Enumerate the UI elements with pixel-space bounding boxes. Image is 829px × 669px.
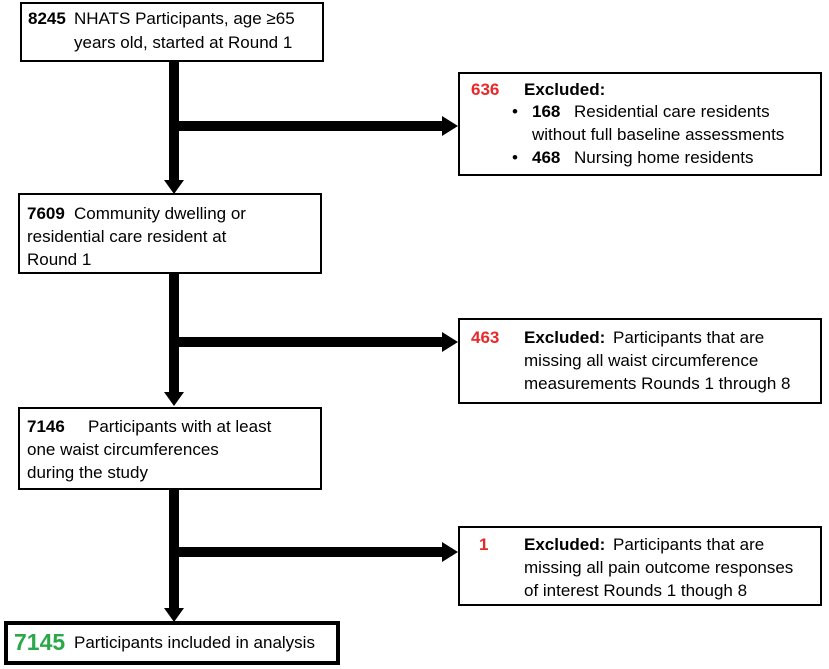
box-excluded-1 [458, 72, 822, 176]
box2-line1: Community dwelling or [74, 204, 246, 223]
box-waist-participants [18, 407, 322, 490]
excl3-number: 1 [479, 535, 489, 554]
excl3-label: Excluded: [524, 535, 606, 554]
excl3-line3: of interest Rounds 1 though 8 [524, 581, 748, 600]
excl1-number: 636 [471, 80, 500, 99]
excl2-line1: Participants that are [613, 328, 765, 347]
excl3-line2: missing all pain outcome responses [524, 558, 794, 577]
excl2-number: 463 [471, 328, 500, 347]
box-final-analysis [4, 621, 340, 665]
box3-line2: one waist circumferences [27, 440, 219, 459]
box-excluded-3 [458, 526, 822, 606]
box3-line1: Participants with at least [88, 417, 272, 436]
excl1-item1-line2: without full baseline assessments [532, 125, 785, 144]
down-arrow-1 [164, 180, 184, 194]
box-community-dwelling [18, 193, 322, 274]
down-arrow-2 [164, 392, 184, 406]
excl1-item1-line1: Residential care residents [574, 102, 770, 121]
excl1-label: Excluded: [524, 80, 606, 99]
excl1-bullet-2: • [512, 148, 518, 167]
box1-line1: NHATS Participants, age ≥65 [74, 9, 295, 28]
box1-line2: years old, started at Round 1 [74, 33, 293, 52]
right-arrow-1 [442, 116, 458, 136]
box-nhats-participants [20, 2, 324, 62]
box2-line3: Round 1 [27, 250, 92, 269]
final-number: 7145 [14, 629, 66, 655]
excl1-item1-number: 168 [532, 102, 561, 121]
excl2-line2: missing all waist circumference [524, 351, 759, 370]
box2-line2: residential care resident at [27, 227, 227, 246]
box3-line3: during the study [27, 463, 148, 482]
excl1-item2-line1: Nursing home residents [574, 148, 754, 167]
final-text: Participants included in analysis [74, 633, 315, 652]
right-arrow-3 [442, 542, 458, 562]
excl2-line3: measurements Rounds 1 through 8 [524, 374, 791, 393]
down-arrow-3 [164, 608, 184, 622]
box1-number: 8245 [28, 9, 66, 28]
excl1-item2-number: 468 [532, 148, 561, 167]
excl1-bullet-1: • [512, 102, 518, 121]
excl3-line1: Participants that are [613, 535, 765, 554]
box-excluded-2 [458, 318, 822, 404]
box2-number: 7609 [27, 204, 65, 223]
excl2-label: Excluded: [524, 328, 606, 347]
right-arrow-2 [442, 332, 458, 352]
box3-number: 7146 [27, 417, 65, 436]
